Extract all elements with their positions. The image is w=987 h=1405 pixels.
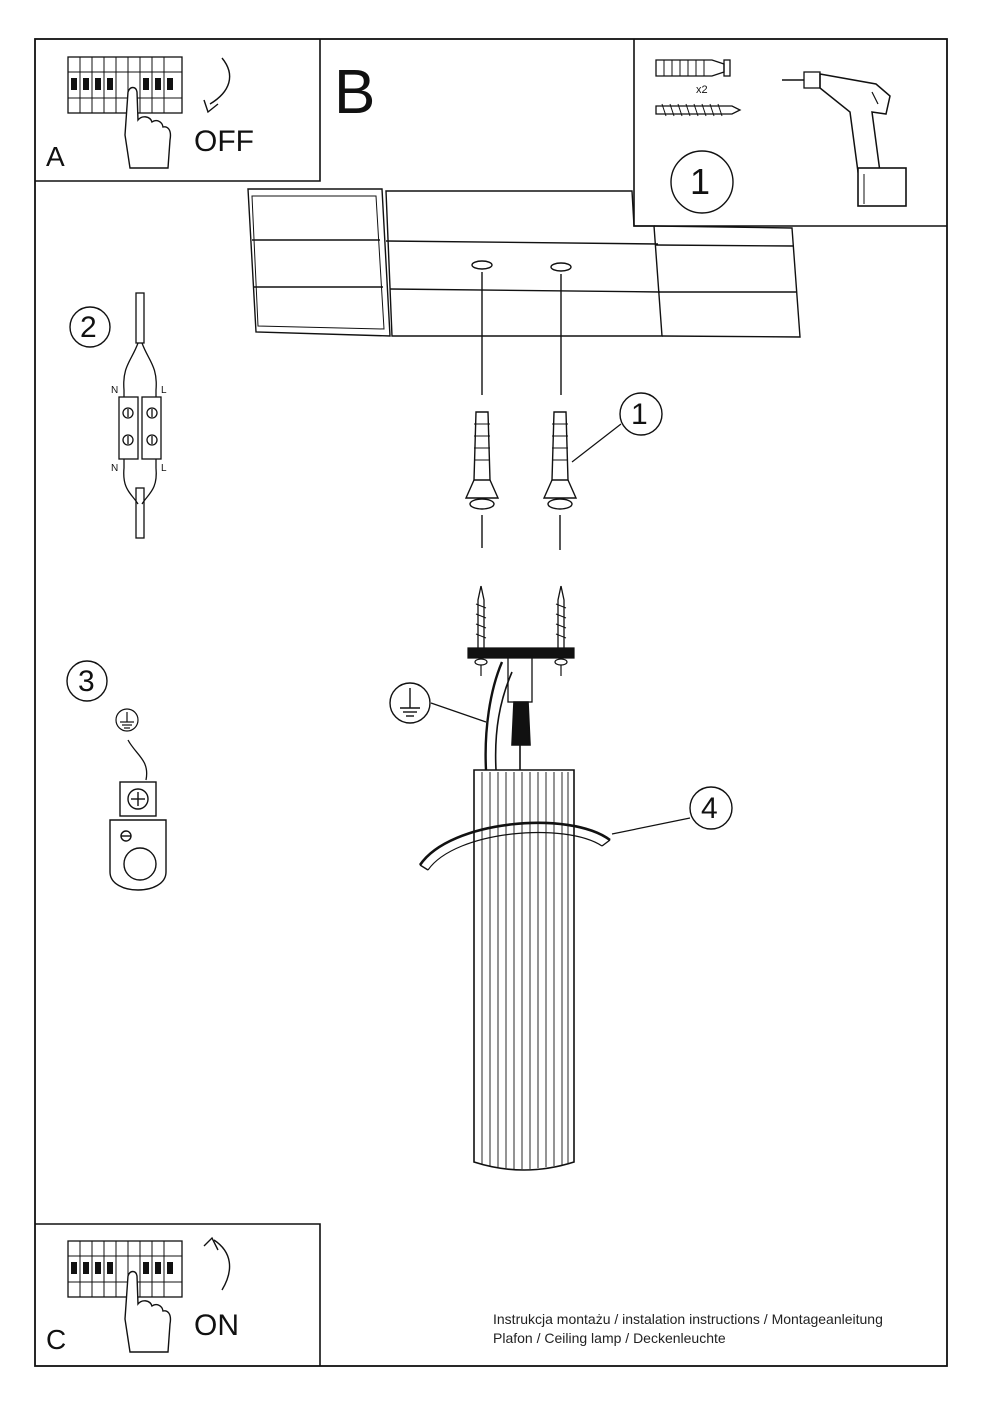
mounting-screw [475,585,487,650]
off-label: OFF [194,125,254,158]
wire-label-l-bottom: L [161,463,167,474]
panel-a [35,39,321,182]
wall-plug-icon [655,59,731,77]
callout-circle [670,150,734,214]
earth-clamp [109,781,167,891]
hand-icon [124,1270,172,1353]
ceiling [247,188,801,338]
ceiling-hole [550,262,572,272]
breaker-panel-icon [67,1240,183,1298]
wire-label-l-top: L [161,385,167,396]
callout-dowel-number: 1 [631,398,648,431]
quantity-label: x2 [696,84,708,96]
footer-title: Instrukcja montażu / instalation instruc… [493,1311,883,1327]
callout-circle [66,660,108,702]
outer-frame [34,38,948,1367]
step-a-letter: A [46,141,65,172]
mounting-plate [467,647,575,746]
callout-shade-number: 4 [701,792,718,825]
callout-tools-number: 1 [690,161,711,202]
terminal-block-diagram [118,292,162,539]
footer-subtitle: Plafon / Ceiling lamp / Deckenleuchte [493,1330,726,1346]
wire-label-n-bottom: N [111,463,119,474]
callout-wire-number: 2 [80,311,97,344]
earth-symbol-icon [115,708,139,732]
lamp-cylinder [473,769,575,1171]
breaker-panel-icon [67,56,183,114]
on-label: ON [194,1309,239,1342]
mounting-screw [555,585,567,650]
callout-circle [689,786,733,830]
arrow-down-icon [209,57,231,105]
power-cable [484,661,504,771]
arrow-up-icon [213,1239,231,1291]
step-c-letter: C [46,1324,67,1355]
drill-icon [782,71,907,207]
ceiling-hole [471,260,493,270]
wire-label-n-top: N [111,385,119,396]
hand-icon [124,86,172,169]
dowel [464,411,500,510]
earth-symbol-icon [389,682,431,724]
callout-circle [619,392,663,436]
panel-c [35,1223,321,1366]
tools-panel [633,39,947,227]
step-b-letter: B [334,58,376,127]
dowel [542,411,578,510]
mounting-clip [418,821,611,871]
screw-icon [655,103,742,117]
callout-earth-number: 3 [78,665,95,698]
callout-circle [69,306,111,348]
